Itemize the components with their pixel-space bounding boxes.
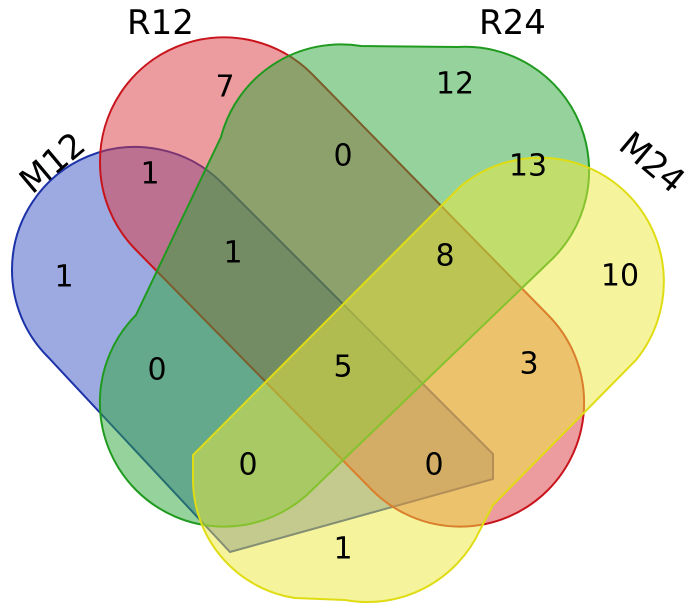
set-shapes	[10, 36, 665, 603]
count-m12-only: 1	[54, 260, 73, 295]
set-shape-m24	[192, 156, 665, 603]
count-r12-m24: 3	[519, 347, 538, 382]
set-label-r12: R12	[127, 3, 194, 43]
set-label-r24: R24	[479, 3, 546, 43]
region-counts: 1 7 12 10 1 0 13 1 8 0 5 3 0 0 1	[54, 67, 639, 567]
count-m12-r24-m24: 0	[238, 448, 257, 483]
count-r12-r24: 0	[333, 139, 352, 174]
count-r24-m24: 13	[509, 149, 547, 184]
count-m12-r12-r24: 1	[223, 236, 242, 271]
count-m12-r24: 0	[147, 353, 166, 388]
count-m12-r12-m24: 0	[424, 448, 443, 483]
count-r12-only: 7	[215, 70, 234, 105]
count-m24-only: 10	[601, 259, 639, 294]
count-r12-r24-m24: 8	[435, 239, 454, 274]
count-r24-only: 12	[436, 67, 474, 102]
count-m12-r12: 1	[140, 157, 159, 192]
count-m12-m24: 1	[333, 532, 352, 567]
count-all-four: 5	[333, 350, 352, 385]
